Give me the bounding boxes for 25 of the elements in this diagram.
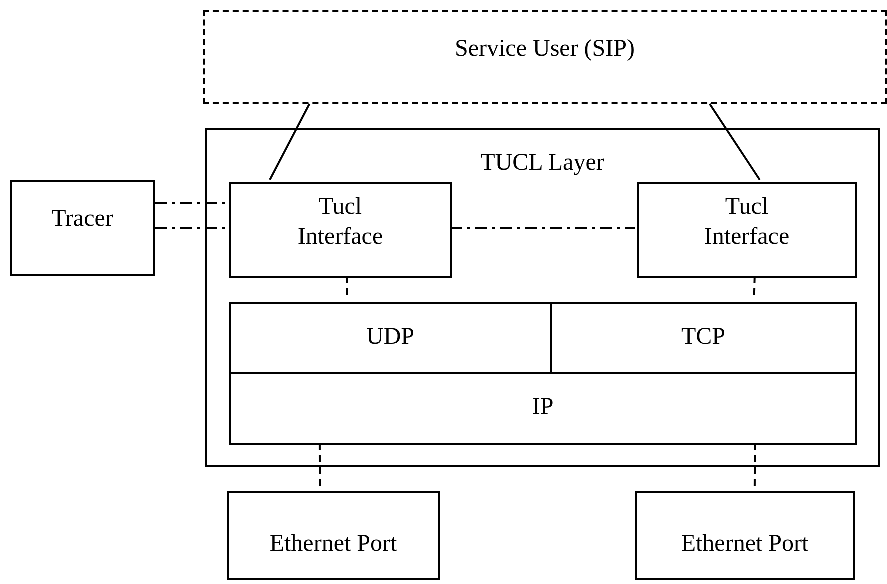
- connector-line: [155, 227, 227, 229]
- interface-box: [637, 182, 857, 278]
- protocol-box: [229, 372, 857, 445]
- protocol-box: [229, 302, 552, 374]
- box-label: Ethernet Port: [270, 530, 398, 559]
- tracer-box: [10, 180, 155, 276]
- box-label: Tracer: [52, 205, 114, 234]
- box-label: Tucl Interface: [703, 193, 791, 252]
- box-label: IP: [532, 393, 554, 422]
- box-label: TCP: [681, 323, 726, 352]
- connector-line: [450, 227, 635, 229]
- box-label: UDP: [366, 323, 414, 352]
- layer-box: [205, 128, 880, 467]
- interface-box: [229, 182, 452, 278]
- port-box: [635, 491, 855, 580]
- box-label: Service User (SIP): [455, 35, 635, 64]
- box-label: Tucl Interface: [296, 193, 384, 252]
- layer-title: TUCL Layer: [480, 149, 604, 178]
- box-label: Ethernet Port: [681, 530, 809, 559]
- service-user-box: [203, 10, 887, 104]
- protocol-box: [550, 302, 857, 374]
- connector-line: [269, 104, 311, 180]
- connector-line: [155, 202, 227, 204]
- port-box: [227, 491, 440, 580]
- connector-line: [709, 103, 761, 181]
